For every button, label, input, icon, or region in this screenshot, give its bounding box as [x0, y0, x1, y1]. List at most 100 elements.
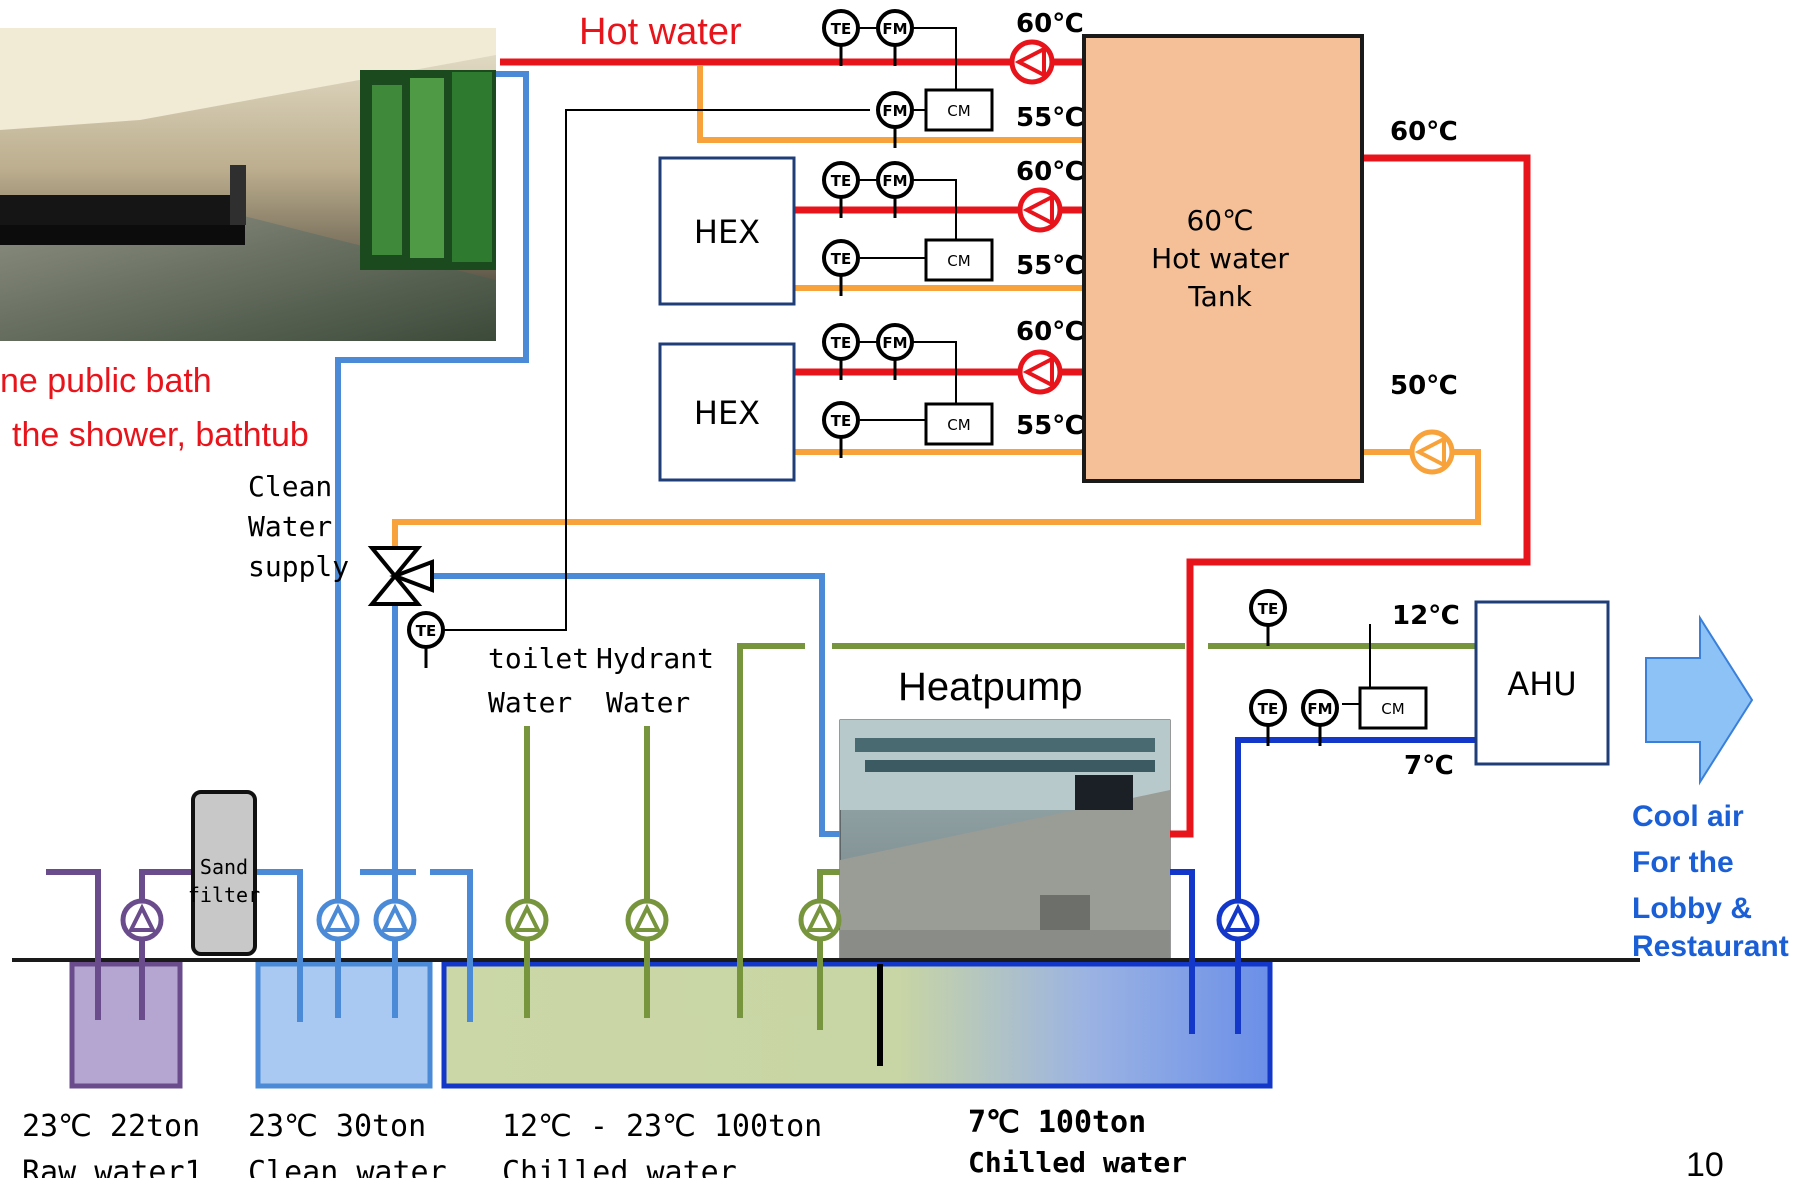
- svg-text:FM: FM: [882, 102, 907, 120]
- hex-2-label: HEX: [694, 394, 760, 432]
- raw-to-filter-pipe: [139, 869, 193, 1020]
- toilet-label-line2: Water: [488, 686, 572, 719]
- fm-sensor-hex1: FM: [876, 161, 914, 218]
- te-sensor-hex2-supply: TE: [822, 323, 860, 380]
- temp-55-top: 55℃: [1016, 103, 1084, 133]
- hot-water-label: Hot water: [579, 11, 742, 53]
- toilet-pump-icon: [505, 898, 549, 942]
- tank-label-line2: Tank: [1187, 280, 1252, 313]
- toilet-label-line1: toilet: [488, 642, 589, 675]
- te-sensor-hex1-return: TE: [822, 239, 860, 296]
- shower-bathtub-label: the shower, bathtub: [12, 416, 309, 454]
- heatpump-clean-pipe: [425, 573, 840, 837]
- clean-supply-label-line2: Water: [248, 510, 332, 543]
- svg-text:FM: FM: [882, 20, 907, 38]
- temp-55-hex1: 55℃: [1016, 251, 1084, 281]
- heatpump-photo: [839, 719, 1171, 973]
- fm-sensor-hex2: FM: [876, 323, 914, 380]
- hot-supply-pump-icon: [1009, 39, 1055, 85]
- tank-label-line1: Hot water: [1151, 242, 1289, 275]
- chilled-tank-name: Chilled water: [502, 1155, 737, 1178]
- svg-text:FM: FM: [882, 334, 907, 352]
- raw-water-tank: [69, 961, 183, 1089]
- cool-air-label-line2: For the: [1632, 846, 1734, 879]
- temp-7-ahu: 7℃: [1404, 751, 1454, 781]
- svg-text:TE: TE: [831, 20, 851, 38]
- svg-text:TE: TE: [1258, 700, 1278, 718]
- svg-text:FM: FM: [882, 172, 907, 190]
- chilled-water-pipes: [524, 643, 1476, 1030]
- sand-filter: Sand filter: [188, 790, 260, 956]
- raw-tank-spec: 23℃ 22ton: [22, 1109, 200, 1144]
- sand-filter-label-line2: filter: [188, 883, 260, 907]
- hex-1-label: HEX: [694, 213, 760, 251]
- svg-text:CM: CM: [1381, 700, 1404, 718]
- raw-intake-pipe: [46, 869, 101, 1020]
- clean-tank-spec: 23℃ 30ton: [248, 1109, 426, 1144]
- heat-exchanger-1: HEX: [658, 156, 796, 306]
- te-sensor-ahu-chilled: TE: [1249, 589, 1287, 646]
- svg-text:FM: FM: [1307, 700, 1332, 718]
- cool-air-label-line1: Cool air: [1632, 800, 1744, 833]
- cm-box-top: CM: [924, 88, 994, 132]
- svg-text:CM: CM: [947, 252, 970, 270]
- fm-sensor-ahu: FM: [1301, 689, 1339, 746]
- raw-tank-name: Raw water1: [22, 1155, 203, 1178]
- svg-text:TE: TE: [831, 334, 851, 352]
- air-handling-unit: AHU: [1474, 600, 1610, 766]
- clean-pump-icon-2: [373, 898, 417, 942]
- fm-sensor-return: FM: [876, 91, 914, 148]
- heatpump-cold-pipe: [1170, 869, 1195, 1034]
- clean-supply-label-line3: supply: [248, 550, 349, 583]
- sand-filter-label-line1: Sand: [200, 855, 248, 879]
- heatpump-chilled-pipe: [817, 869, 840, 1030]
- cold-tank-spec: 7℃ 100ton: [968, 1105, 1146, 1140]
- cool-air-label-line4: Restaurant: [1632, 930, 1789, 963]
- cm-box-hex1: CM: [924, 238, 994, 282]
- public-bath-photo: [0, 28, 496, 341]
- tank-temperature: 60℃: [1186, 204, 1253, 237]
- cm-box-ahu: CM: [1358, 686, 1428, 730]
- temp-55-hex2: 55℃: [1016, 411, 1084, 441]
- cool-air-arrow-icon: [1645, 614, 1754, 786]
- hydrant-label-line2: Water: [606, 686, 690, 719]
- clean-tank-name: Clean water: [248, 1155, 447, 1178]
- sand-filter-outlet-pipe: [255, 869, 303, 1022]
- page-number: 10: [1686, 1146, 1724, 1178]
- raw-water-pipes: [46, 869, 193, 1020]
- tank-return-pump-icon: [1409, 429, 1455, 475]
- clean-supply-label-line1: Clean: [248, 470, 332, 503]
- cold-tank-name: Chilled water: [968, 1146, 1187, 1178]
- chilled-tank-spec: 12℃ - 23℃ 100ton: [502, 1109, 822, 1144]
- hydrant-pump-icon: [625, 898, 669, 942]
- heatpump-chilled-pump-icon: [798, 898, 842, 942]
- clean-pump-icon-1: [316, 898, 360, 942]
- te-sensor-hex2-return: TE: [822, 401, 860, 458]
- chilled-water-tank: [441, 961, 1273, 1089]
- te-sensor-ahu-cold: TE: [1249, 689, 1287, 746]
- svg-text:TE: TE: [831, 172, 851, 190]
- temp-60-hex1: 60℃: [1016, 157, 1084, 187]
- heatpump-hot-return-pipe: [1170, 154, 1531, 838]
- svg-text:TE: TE: [416, 622, 436, 640]
- temp-50-right: 50℃: [1390, 371, 1458, 401]
- cold-supply-pipe: [1235, 737, 1476, 1034]
- public-bath-label: ne public bath: [0, 362, 212, 400]
- temp-12-ahu: 12℃: [1392, 601, 1460, 631]
- hydrant-label-line1: Hydrant: [596, 642, 714, 675]
- bath-supply-pipe: [335, 71, 529, 1018]
- svg-text:TE: TE: [1258, 600, 1278, 618]
- heat-exchanger-2: HEX: [658, 342, 796, 482]
- svg-text:CM: CM: [947, 416, 970, 434]
- chilled-loop-a: [737, 643, 805, 1018]
- clean-water-pipes: [255, 71, 840, 1022]
- hex1-pump-icon: [1017, 187, 1063, 233]
- signal-valve-loop: [430, 109, 870, 631]
- ahu-label: AHU: [1507, 665, 1576, 703]
- te-sensor-valve: TE: [407, 611, 445, 668]
- heatpump-label: Heatpump: [898, 665, 1083, 709]
- hex2-pump-icon: [1017, 349, 1063, 395]
- hot-water-tank: 60℃ Hot water Tank: [1082, 34, 1364, 483]
- temp-60-right: 60℃: [1390, 117, 1458, 147]
